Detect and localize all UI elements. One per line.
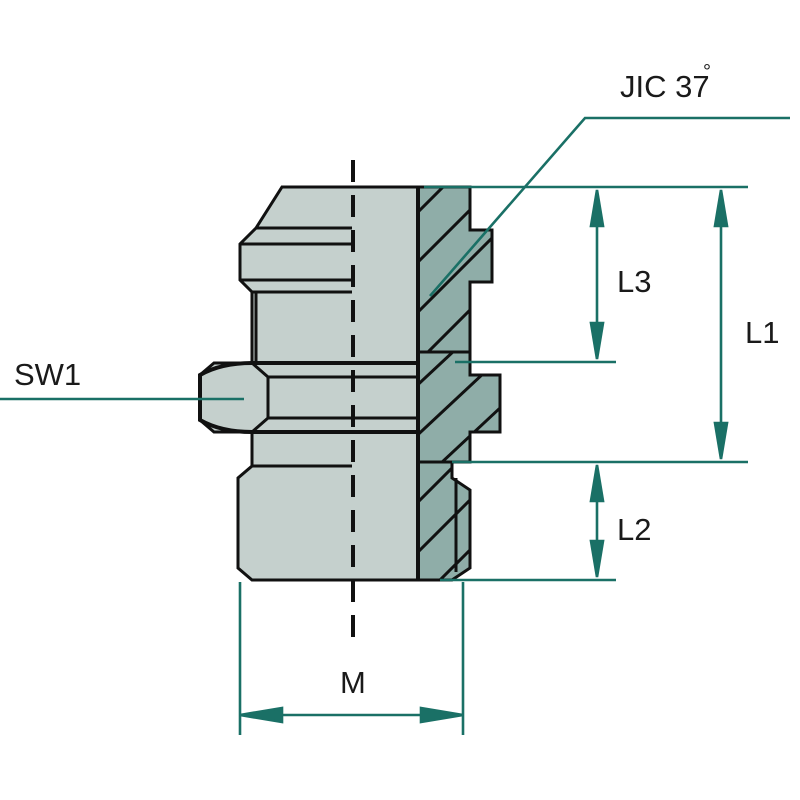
- l1-arrow-bottom: [713, 421, 729, 460]
- l1-label: L1: [745, 315, 779, 350]
- dimension-layer: [0, 116, 790, 735]
- l2-arrow-bottom: [589, 539, 605, 578]
- l3-label: L3: [617, 264, 651, 299]
- m-arrow-left: [239, 706, 284, 724]
- hatch-lower: [418, 462, 470, 580]
- l3-arrow-top: [589, 189, 605, 228]
- jic-leader-line: [429, 116, 790, 297]
- jic-label: JIC 37: [620, 69, 710, 104]
- hex-nut-group: [198, 361, 420, 434]
- m-arrow-right: [419, 706, 464, 724]
- section-cut-group: [416, 185, 502, 582]
- m-dimension: [239, 706, 464, 724]
- m-label: M: [340, 665, 366, 700]
- hex-nut-body: [198, 361, 420, 434]
- thread-inner-edges: [250, 292, 258, 363]
- l1-arrow-top: [713, 189, 729, 228]
- hex-nut-chamfer-lines: [251, 361, 418, 434]
- hatch-middle: [418, 352, 500, 462]
- l3-dimension: [589, 189, 605, 360]
- l2-dimension: [589, 464, 605, 578]
- hatch-upper: [418, 187, 492, 352]
- l2-arrow-top: [589, 464, 605, 503]
- degree-symbol-icon: °: [703, 61, 711, 83]
- l1-dimension: [713, 189, 729, 460]
- l2-label: L2: [617, 512, 651, 547]
- sw1-label: SW1: [14, 357, 81, 392]
- l3-arrow-bottom: [589, 321, 605, 360]
